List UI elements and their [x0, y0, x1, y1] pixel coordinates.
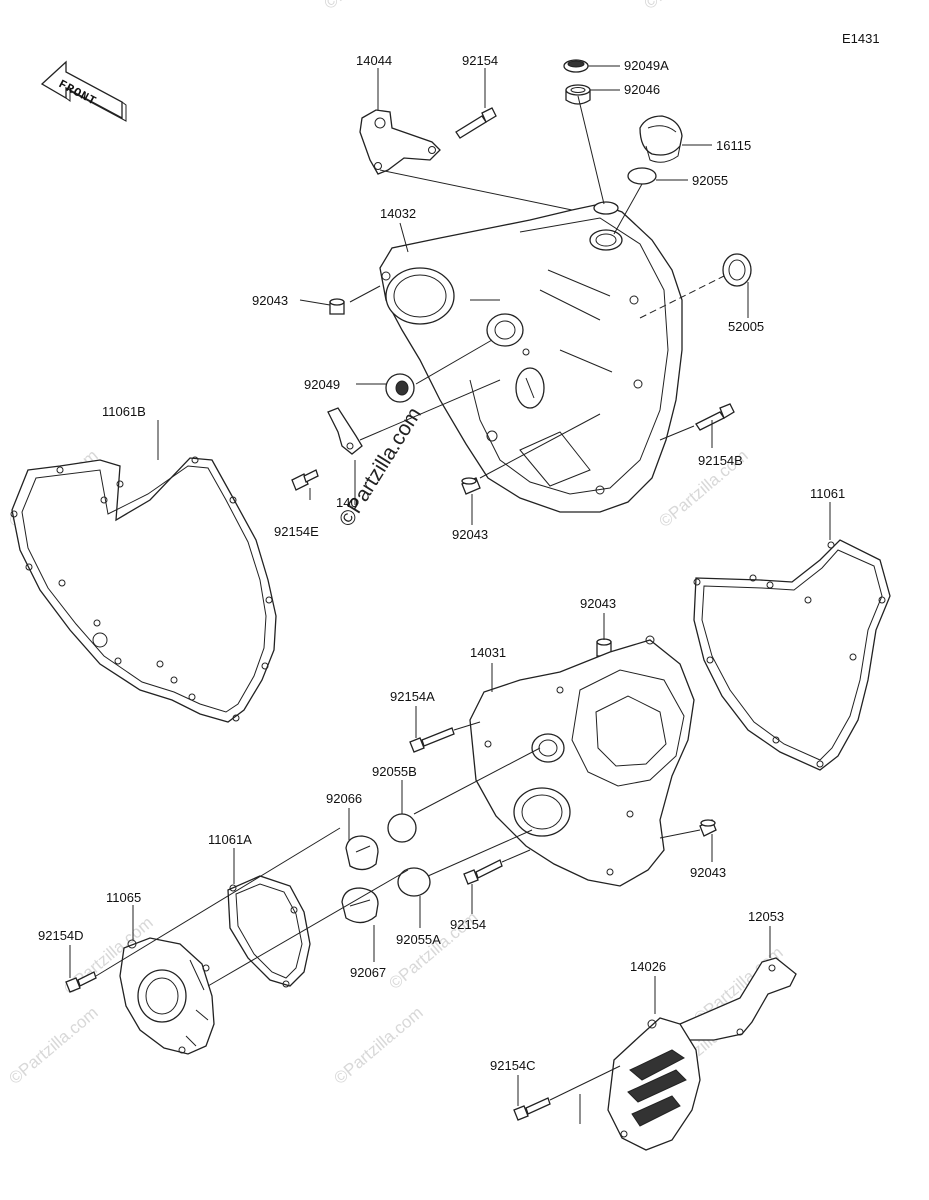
part-label: 92049A: [624, 58, 669, 73]
front-arrow-icon: FRONT: [40, 60, 127, 122]
leader-lines-upper: [299, 65, 749, 525]
part-label: 140: [336, 495, 358, 510]
part-label: 92066: [326, 791, 362, 806]
part-label: 11065: [106, 890, 141, 905]
seal-92049A: [563, 59, 589, 73]
bolt-92154C: [513, 1097, 551, 1121]
dowel-92043-d: [699, 819, 717, 837]
watermark: ©Partzilla.com: [330, 1003, 426, 1088]
dowel-92043-a: [329, 298, 345, 315]
part-label: 92154A: [390, 689, 435, 704]
bolt-92154-top: [455, 107, 497, 139]
oring-92055A: [397, 867, 431, 897]
part-label: 92154: [462, 53, 498, 68]
part-label: 12053: [748, 909, 784, 924]
bracket-12053: [679, 957, 797, 1041]
watermark: ©Partzilla.com: [5, 1003, 101, 1088]
part-label: 14044: [356, 53, 392, 68]
part-label: 92154B: [698, 453, 743, 468]
bolt-92154B: [695, 403, 735, 431]
bolt-92154D: [65, 971, 97, 993]
dowel-92043-b: [461, 477, 481, 495]
part-label: 92154E: [274, 524, 319, 539]
filler-cap-16115: [639, 115, 683, 163]
guard-14026: [607, 1017, 701, 1151]
part-label: 92055: [692, 173, 728, 188]
part-label: 92046: [624, 82, 660, 97]
cover-11065: [119, 937, 215, 1055]
cover-14031: [469, 635, 695, 887]
part-label: 92154: [450, 917, 486, 932]
part-label: 14026: [630, 959, 666, 974]
part-label: 14032: [380, 206, 416, 221]
part-label: 92043: [580, 596, 616, 611]
cap-92066: [345, 835, 379, 871]
part-label: 11061: [810, 486, 845, 501]
part-label: 92049: [304, 377, 340, 392]
part-label: 92067: [350, 965, 386, 980]
part-label: 92043: [452, 527, 488, 542]
part-label: 11061B: [102, 404, 146, 419]
clamp-140xx: [327, 407, 363, 455]
oring-92055B: [387, 813, 417, 843]
part-label: 92055A: [396, 932, 441, 947]
oring-92055: [627, 167, 657, 185]
part-label: 92154C: [490, 1058, 536, 1073]
watermark: ©Partzilla.com: [320, 0, 416, 13]
diagram-code: E1431: [842, 31, 880, 46]
part-labels: 14044 92154 92049A 92046 16115 92055 140…: [38, 53, 845, 1073]
part-label: 14031: [470, 645, 506, 660]
leader-lines-lower: [95, 721, 701, 987]
part-label: 92154D: [38, 928, 84, 943]
leader-92154C-align: [549, 1065, 621, 1101]
part-label: 92043: [690, 865, 726, 880]
part-label: 92055B: [372, 764, 417, 779]
seal-52005: [722, 253, 752, 287]
cap-92067: [341, 887, 379, 924]
gasket-11061A: [227, 875, 311, 988]
watermark: ©Partzilla.com: [640, 0, 736, 13]
bracket-14044: [359, 109, 441, 175]
cover-14032: [379, 201, 683, 513]
bolt-92154A: [409, 727, 455, 753]
part-label: 92043: [252, 293, 288, 308]
gasket-11061: [693, 539, 891, 771]
bolt-92154E: [291, 469, 319, 491]
watermark-main: ©Partzilla.com: [335, 403, 426, 530]
bolt-92154-mid: [463, 859, 503, 885]
part-label: 52005: [728, 319, 764, 334]
bearing-92046: [565, 84, 591, 105]
part-label: 16115: [716, 138, 751, 153]
gasket-11061B: [10, 456, 277, 723]
part-label: 11061A: [208, 832, 252, 847]
seal-92049: [385, 373, 415, 403]
